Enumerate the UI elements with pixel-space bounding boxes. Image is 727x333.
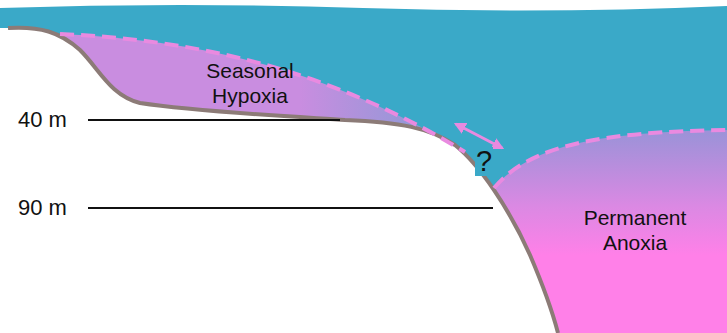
- zone-name: Seasonal Hypoxia: [170, 58, 330, 108]
- depth-line: [88, 119, 340, 121]
- water: [0, 5, 727, 333]
- depth-label: 90 m: [18, 197, 67, 219]
- question-mark: ?: [475, 147, 493, 176]
- exchange-arrow: [456, 124, 502, 148]
- zone-label-box: Permanent Anoxia: [560, 205, 710, 255]
- depth-line: [88, 207, 493, 209]
- seabed: [8, 28, 558, 333]
- hypoxia-boundary: [60, 34, 465, 152]
- zone-name: Permanent Anoxia: [560, 205, 710, 255]
- zone-label-box: Seasonal Hypoxia: [170, 58, 330, 108]
- depth-label: 40 m: [18, 109, 67, 131]
- anoxia-boundary: [494, 130, 727, 188]
- land: [0, 28, 558, 333]
